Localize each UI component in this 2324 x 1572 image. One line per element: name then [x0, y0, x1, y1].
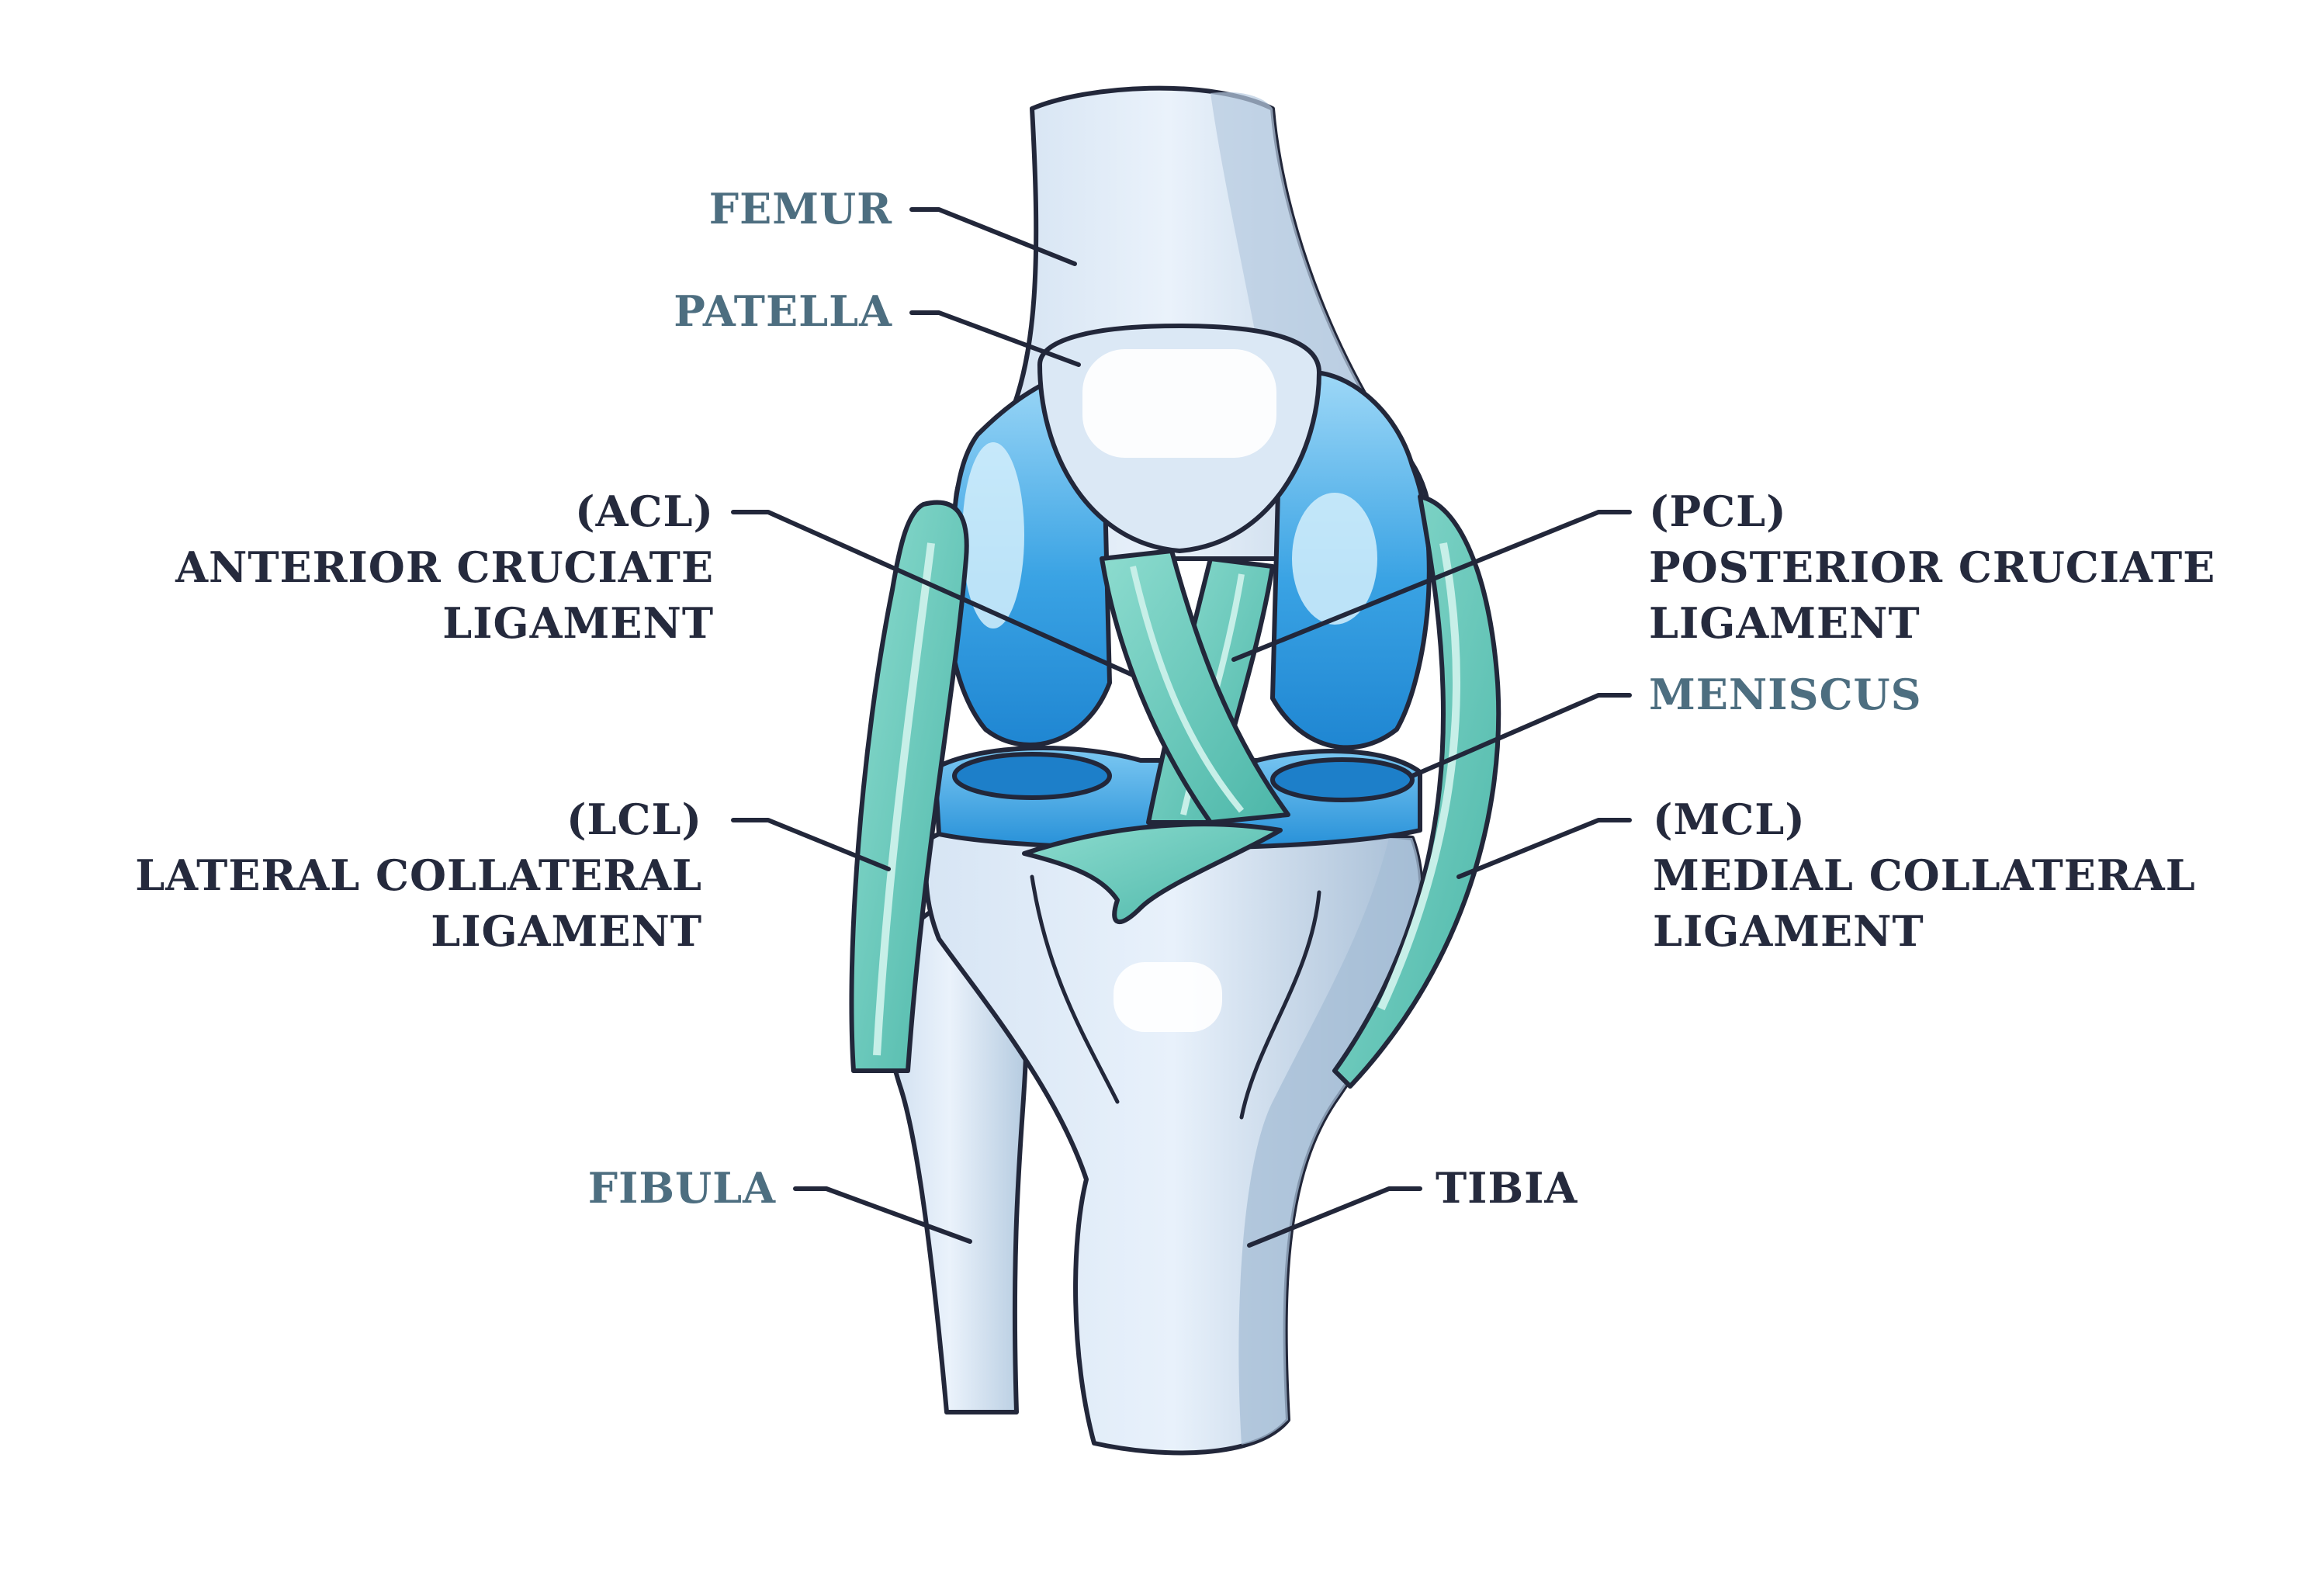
leader-acl	[731, 510, 1135, 677]
label-pcl-line2: LIGAMENT	[1649, 598, 1921, 648]
label-pcl-abbr: (PCL)	[1649, 486, 1787, 536]
label-mcl-abbr: (MCL)	[1653, 795, 1806, 844]
leader-mcl	[1456, 818, 1632, 879]
patella	[1037, 324, 1321, 553]
lcl-ligament	[849, 500, 969, 1073]
tibia	[923, 822, 1424, 1456]
label-lcl-line2: LIGAMENT	[431, 906, 702, 956]
label-meniscus: MENISCUS	[1649, 670, 1922, 719]
label-tibia: TIBIA	[1436, 1163, 1578, 1213]
leader-lcl	[731, 818, 891, 871]
condyle-cartilage-right	[1270, 370, 1432, 750]
leader-fibula	[793, 1186, 972, 1244]
label-lcl-line1: LATERAL COLLATERAL	[135, 850, 702, 900]
leader-patella	[909, 310, 1081, 367]
label-fibula: FIBULA	[588, 1163, 776, 1213]
label-patella: PATELLA	[674, 286, 892, 336]
label-acl-line2: LIGAMENT	[442, 598, 714, 648]
leader-tibia	[1247, 1186, 1422, 1248]
mcl-ligament	[1332, 494, 1501, 1089]
label-acl-abbr: (ACL)	[575, 486, 714, 536]
label-mcl-line2: LIGAMENT	[1653, 906, 1924, 956]
leader-meniscus	[1410, 693, 1632, 778]
label-femur: FEMUR	[709, 184, 892, 234]
label-lcl-abbr: (LCL)	[566, 795, 702, 844]
acl-ligament	[1100, 549, 1290, 825]
leader-pcl	[1231, 510, 1632, 662]
transverse-ligament	[1022, 822, 1283, 925]
label-acl-line1: ANTERIOR CRUCIATE	[175, 542, 714, 592]
label-mcl-line1: MEDIAL COLLATERAL	[1653, 850, 2196, 900]
label-pcl-line1: POSTERIOR CRUCIATE	[1649, 542, 2215, 592]
leader-lines	[731, 207, 1632, 1248]
leader-femur	[909, 207, 1077, 266]
